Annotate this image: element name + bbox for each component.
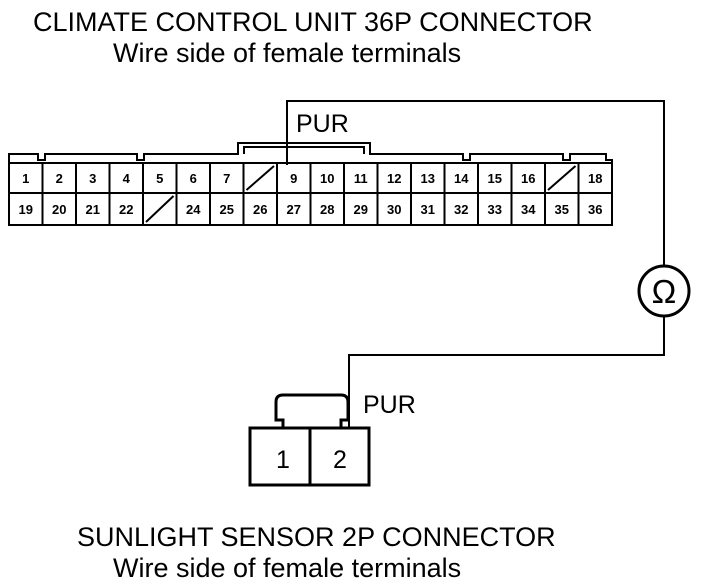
blank-cavity <box>145 195 175 223</box>
wire-purple-bottom <box>348 316 665 428</box>
pin-36p-15: 15 <box>488 171 502 186</box>
pin-36p-28: 28 <box>320 202 334 217</box>
pin-36p-14: 14 <box>454 171 469 186</box>
pin-36p-13: 13 <box>421 171 435 186</box>
wire-color-label-bottom: PUR <box>363 391 416 419</box>
pin-36p-24: 24 <box>186 202 201 217</box>
ohm-symbol: Ω <box>652 273 677 310</box>
pin-36p-25: 25 <box>220 202 234 217</box>
pin-36p-18: 18 <box>588 171 602 186</box>
pin-36p-36: 36 <box>588 202 602 217</box>
pin-36p-29: 29 <box>354 202 368 217</box>
pin-36p-32: 32 <box>454 202 468 217</box>
pin-36p-9: 9 <box>290 171 297 186</box>
pin-36p-26: 26 <box>253 202 267 217</box>
pin-2p-1: 1 <box>276 446 290 474</box>
pin-36p-2: 2 <box>56 171 63 186</box>
pin-36p-31: 31 <box>421 202 435 217</box>
blank-cavity <box>245 165 275 191</box>
pin-36p-7: 7 <box>223 171 230 186</box>
sensor-connector-title: SUNLIGHT SENSOR 2P CONNECTOR <box>77 522 556 552</box>
pin-36p-35: 35 <box>555 202 569 217</box>
pin-36p-11: 11 <box>354 171 368 186</box>
pin-36p-22: 22 <box>119 202 133 217</box>
pin-36p-27: 27 <box>287 202 301 217</box>
pin-36p-20: 20 <box>52 202 66 217</box>
connector-2p: 1 2 <box>248 393 371 487</box>
pin-36p-4: 4 <box>123 171 131 186</box>
pin-2p-2: 2 <box>333 446 347 474</box>
pin-36p-33: 33 <box>488 202 502 217</box>
climate-connector-subtitle: Wire side of female terminals <box>113 38 461 68</box>
pin-36p-30: 30 <box>387 202 401 217</box>
climate-connector-title: CLIMATE CONTROL UNIT 36P CONNECTOR <box>33 7 593 37</box>
pin-36p-1: 1 <box>22 171 29 186</box>
pin-36p-21: 21 <box>86 202 100 217</box>
pin-36p-19: 19 <box>19 202 33 217</box>
pin-36p-10: 10 <box>320 171 334 186</box>
wire-color-label-top: PUR <box>296 110 349 138</box>
pin-36p-5: 5 <box>156 171 163 186</box>
wire-purple-top <box>286 100 665 266</box>
sensor-connector-subtitle: Wire side of female terminals <box>113 553 461 583</box>
pin-36p-12: 12 <box>387 171 401 186</box>
pin-36p-6: 6 <box>190 171 197 186</box>
blank-cavity <box>547 165 577 191</box>
pin-36p-3: 3 <box>89 171 96 186</box>
ohmmeter-icon: Ω <box>637 264 691 318</box>
pin-36p-34: 34 <box>521 202 536 217</box>
pin-36p-16: 16 <box>521 171 535 186</box>
